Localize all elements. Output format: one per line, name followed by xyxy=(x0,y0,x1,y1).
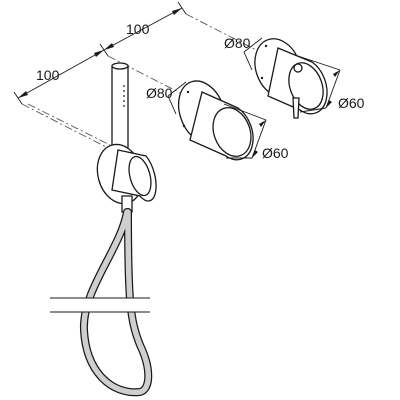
dim-line xyxy=(243,37,263,53)
lever-knob xyxy=(293,63,303,73)
ext-tick xyxy=(99,43,109,57)
right-mixer-inner-diameter: Ø60 xyxy=(338,95,365,111)
holder-face xyxy=(128,155,152,197)
dim-arrow xyxy=(104,43,114,50)
plate-screw xyxy=(260,76,264,80)
dim-arrow xyxy=(259,120,266,127)
lever-handle xyxy=(292,97,300,119)
projection-line xyxy=(107,55,191,99)
dim-line xyxy=(325,69,341,109)
dim-arrow xyxy=(94,50,104,57)
dim-arrow xyxy=(326,100,332,108)
dim-line xyxy=(297,55,341,71)
middle-mixer-inner-diameter: Ø60 xyxy=(262,145,289,161)
middle-mixer-outer-diameter: Ø80 xyxy=(146,85,173,101)
dim-arrow xyxy=(18,91,28,98)
spacing-dimension-lines xyxy=(13,1,269,161)
dim-line-left xyxy=(17,49,105,99)
projection-line xyxy=(185,13,269,57)
plate-screw xyxy=(186,90,190,94)
break-gap xyxy=(60,298,150,312)
right-mixer xyxy=(243,37,341,119)
middle-mixer xyxy=(167,80,267,161)
middle-mixer-face xyxy=(212,107,252,157)
dim-line xyxy=(299,107,327,113)
shower-head-top xyxy=(111,62,129,70)
projection-line xyxy=(27,103,141,161)
plate-screw xyxy=(264,44,268,48)
dim-line xyxy=(167,81,187,97)
right-mixer-outer-diameter: Ø80 xyxy=(224,35,251,51)
plate-screw xyxy=(182,124,186,128)
ext-tick xyxy=(13,91,23,105)
dim-line xyxy=(167,95,177,115)
shower-hose xyxy=(50,208,153,397)
ext-tick xyxy=(177,1,187,15)
spacing-label-left: 100 xyxy=(36,67,60,83)
dim-line xyxy=(223,103,267,121)
spray-nozzles xyxy=(123,85,125,107)
dim-arrow xyxy=(172,8,182,15)
hand-shower-assembly xyxy=(96,62,157,213)
hose-fill xyxy=(81,209,151,395)
dim-line xyxy=(251,119,267,159)
spacing-label-right: 100 xyxy=(126,21,150,37)
projection-line xyxy=(21,103,113,151)
dim-line xyxy=(243,51,253,71)
dim-line-right xyxy=(103,7,183,51)
dim-arrow xyxy=(333,70,340,77)
dim-arrow xyxy=(252,150,258,158)
